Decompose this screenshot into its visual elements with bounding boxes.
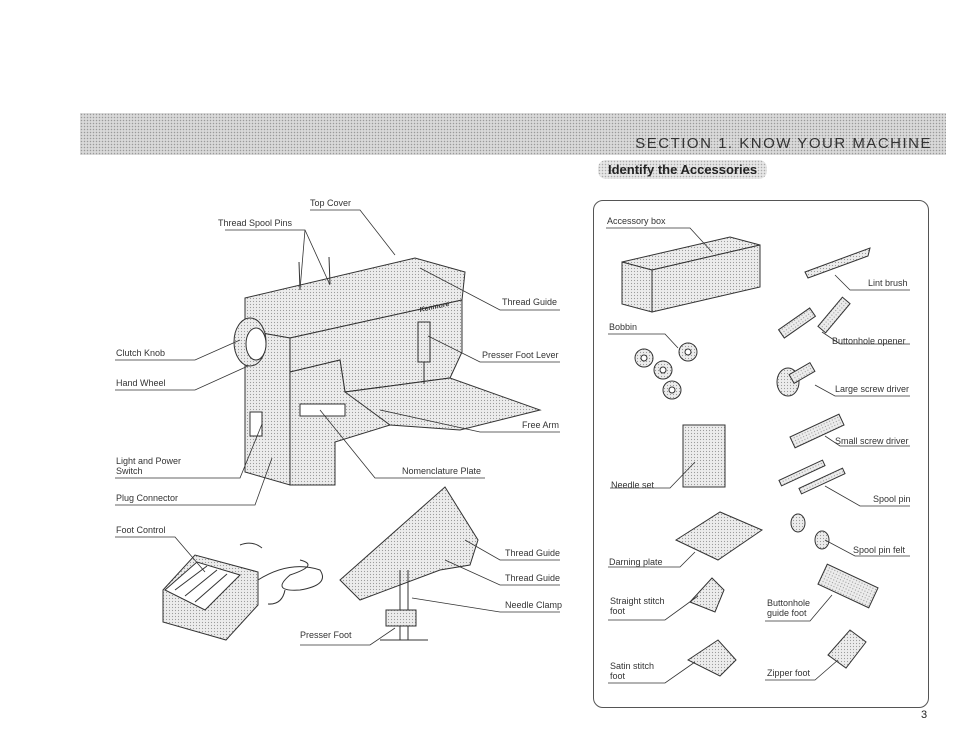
label-straight-stitch-foot: Straight stitch foot (610, 596, 665, 616)
label-accessory-box: Accessory box (607, 216, 666, 226)
zipper-foot-illustration (827, 629, 867, 669)
label-lint-brush: Lint brush (868, 278, 908, 288)
label-spool-pin-felt: Spool pin felt (853, 545, 906, 555)
label-top-cover: Top Cover (310, 198, 352, 208)
label-presser-foot: Presser Foot (300, 630, 352, 640)
sewing-machine-illustration (233, 256, 542, 486)
buttonhole-guide-foot-illustration (817, 563, 879, 609)
section-banner: SECTION 1. KNOW YOUR MACHINE (80, 113, 946, 155)
label-large-screw-driver: Large screw driver (835, 384, 910, 394)
straight-stitch-foot-illustration (689, 577, 725, 613)
label-satin-stitch-foot: Satin stitch foot (610, 661, 655, 681)
spool-pin-felt-illustration (790, 513, 830, 550)
label-needle-set: Needle set (611, 480, 655, 490)
label-spool-pin: Spool pin (873, 494, 911, 504)
bobbins-illustration (634, 342, 698, 400)
label-small-screw-driver: Small screw driver (835, 436, 909, 446)
small-screwdriver-illustration (789, 413, 845, 449)
label-thread-guide-2: Thread Guide (505, 573, 561, 583)
lint-brush-illustration (804, 247, 871, 279)
label-light-power-switch: Light and Power Switch (116, 456, 182, 476)
satin-stitch-foot-illustration (687, 639, 737, 677)
label-clutch-knob: Clutch Knob (116, 348, 166, 358)
label-free-arm: Free Arm (522, 420, 560, 430)
foot-control-illustration (162, 542, 323, 641)
large-screwdriver-illustration (776, 361, 816, 397)
section-title: SECTION 1. KNOW YOUR MACHINE (635, 135, 932, 152)
label-thread-spool-pins: Thread Spool Pins (218, 218, 293, 228)
label-foot-control: Foot Control (116, 525, 166, 535)
label-thread-guide-top: Thread Guide (502, 297, 558, 307)
label-nomenclature-plate: Nomenclature Plate (402, 466, 482, 476)
leader-lines (115, 209, 910, 684)
accessories-panel (593, 200, 929, 708)
needle-area-illustration (339, 486, 479, 641)
accessories-title: Identify the Accessories (598, 160, 768, 179)
label-plug-connector: Plug Connector (116, 493, 179, 503)
label-needle-clamp: Needle Clamp (505, 600, 563, 610)
page-number: 3 (921, 709, 928, 721)
label-thread-guide-1: Thread Guide (505, 548, 561, 558)
label-bobbin: Bobbin (609, 322, 638, 332)
needle-set-illustration (682, 424, 726, 488)
spool-pins-illustration (778, 459, 846, 495)
label-darning-plate: Darning plate (609, 557, 663, 567)
label-zipper-foot: Zipper foot (767, 668, 811, 678)
label-buttonhole-opener: Buttonhole opener (832, 336, 906, 346)
buttonhole-opener-illustration (777, 296, 851, 339)
label-presser-foot-lever: Presser Foot Lever (482, 350, 559, 360)
label-buttonhole-guide-foot: Buttonhole guide foot (767, 598, 811, 618)
accessory-box-illustration (621, 236, 761, 313)
label-hand-wheel: Hand Wheel (116, 378, 166, 388)
darning-plate-illustration (674, 511, 764, 561)
